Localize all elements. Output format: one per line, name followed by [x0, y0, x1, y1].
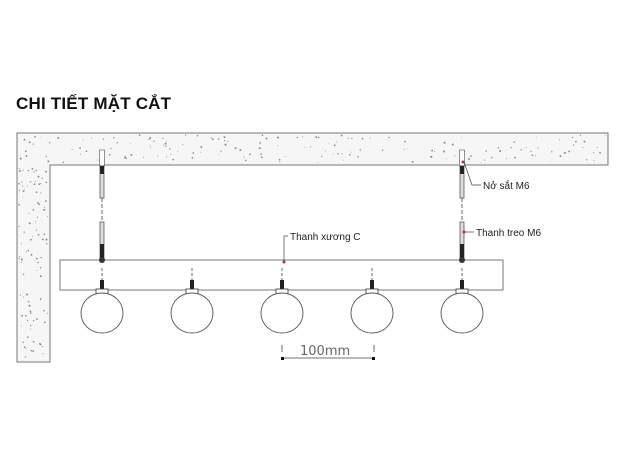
hanger-rod [99, 149, 105, 263]
pendant-lamp [80, 268, 124, 334]
pendant-lamp [170, 268, 214, 334]
pendant-lamp [260, 268, 304, 334]
pendant-lamp [440, 268, 484, 334]
anchor-bolt [99, 149, 105, 167]
anchor-bolt [459, 149, 465, 167]
concrete-slab [16, 132, 609, 363]
dimension-text: 100mm [300, 344, 350, 359]
leader-anchor [461, 160, 481, 186]
drawing-title: CHI TIẾT MẶT CẮT [16, 94, 172, 113]
leader-channel [282, 235, 288, 264]
pendant-lamp [350, 268, 394, 334]
label-channel: Thanh xương C [290, 232, 361, 243]
label-anchor: Nở sắt M6 [483, 179, 530, 192]
leader-rod [462, 230, 474, 234]
hanger-rod [459, 149, 465, 263]
dimension-line [281, 345, 375, 360]
label-rod: Thanh treo M6 [476, 228, 541, 239]
